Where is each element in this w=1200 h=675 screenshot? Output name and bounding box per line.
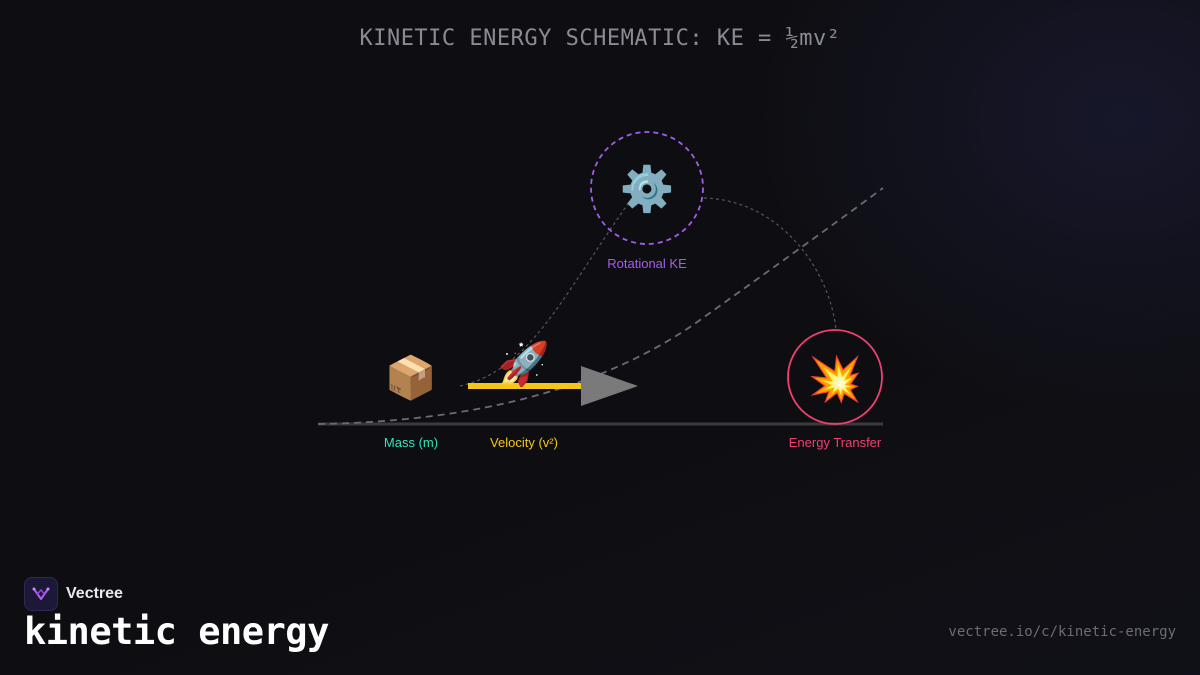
ke-quadratic-curve: [317, 187, 884, 425]
package-icon: 📦: [385, 353, 437, 402]
topic-title: kinetic energy: [24, 610, 329, 653]
velocity-label: Velocity (v²): [490, 435, 558, 450]
page-title: KINETIC ENERGY SCHEMATIC: KE = ½mv²: [359, 26, 841, 51]
connector-rotational-transfer: [703, 197, 837, 331]
brand[interactable]: Vectree: [24, 577, 123, 611]
gear-icon: ⚙️: [620, 164, 675, 215]
vectree-logo-icon: [24, 577, 58, 611]
velocity-bar: [468, 383, 584, 389]
energy-transfer-label: Energy Transfer: [789, 435, 882, 450]
rotational-ke-label: Rotational KE: [607, 256, 687, 271]
mass-label: Mass (m): [384, 435, 438, 450]
brand-name: Vectree: [66, 585, 123, 602]
velocity-arrow-head: [581, 366, 638, 406]
page-url[interactable]: vectree.io/c/kinetic-energy: [948, 624, 1176, 640]
rotational-ke-ring: [590, 131, 704, 245]
explosion-icon: 💥: [808, 354, 863, 405]
energy-transfer-ring: [787, 329, 883, 425]
rocket-icon: 🚀: [498, 339, 550, 388]
connector-velocity-rotational: [459, 197, 633, 387]
